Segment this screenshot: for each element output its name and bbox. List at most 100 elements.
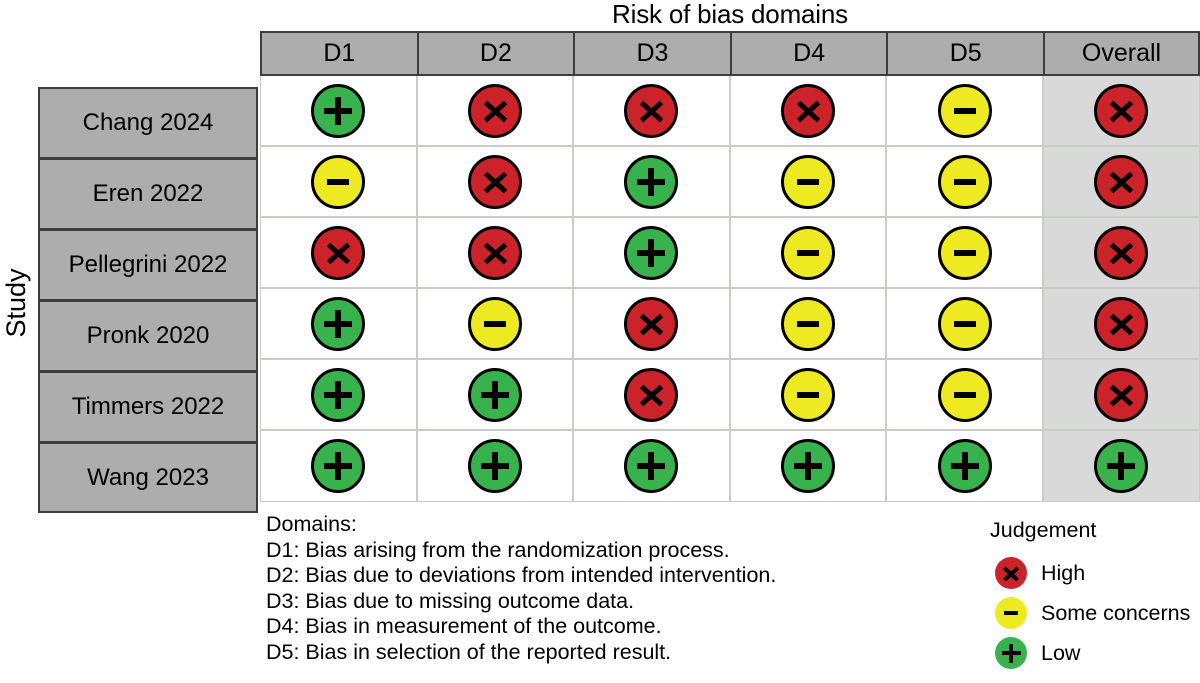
judgement-cell-d2 (417, 360, 575, 429)
judgement-token-some (937, 225, 992, 280)
judgement-token-high (1094, 296, 1149, 351)
judgement-token-some (937, 83, 992, 138)
judgement-token-some (781, 225, 836, 280)
judgement-token-high (467, 154, 522, 209)
minus-icon (797, 249, 820, 256)
judgement-cell-d1 (261, 76, 418, 145)
judgement-token-low (311, 296, 366, 351)
minus-icon (483, 320, 506, 327)
minus-icon (797, 391, 820, 398)
judgement-token-high (1094, 154, 1149, 209)
column-header-d2: D2 (419, 33, 576, 74)
judgement-token-low (311, 439, 366, 493)
judgement-token-high (1094, 225, 1149, 280)
table-row (261, 360, 1200, 431)
legend-item-some: Some concerns (990, 593, 1200, 633)
legend-token-low (995, 637, 1027, 669)
legend-item-low: Low (990, 633, 1200, 673)
minus-icon (953, 107, 976, 114)
domain-description-line: D4: Bias in measurement of the outcome. (266, 614, 662, 638)
minus-icon (953, 178, 976, 185)
judgement-cell-d4 (730, 147, 888, 216)
judgement-token-low (311, 367, 366, 422)
minus-icon (797, 178, 820, 185)
minus-icon (1004, 611, 1018, 615)
judgement-cell-d5 (887, 218, 1044, 287)
chart-title: Risk of bias domains (612, 0, 848, 29)
legend-token-high (995, 557, 1027, 589)
study-label-cell: Pronk 2020 (38, 300, 258, 371)
judgement-cell-d3 (574, 218, 731, 287)
judgement-cell-d1 (261, 218, 418, 287)
judgement-token-some (937, 367, 992, 422)
judgement-token-low (624, 225, 679, 280)
judgement-cell-d4 (730, 289, 888, 358)
column-header-d4: D4 (732, 33, 889, 74)
judgement-token-high (311, 225, 366, 280)
judgement-cell-d1 (261, 147, 418, 216)
minus-icon (327, 178, 350, 185)
domain-description-line: D1: Bias arising from the randomization … (266, 537, 730, 562)
domains-heading: Domains: (266, 512, 357, 536)
study-label-cell: Timmers 2022 (38, 371, 258, 442)
judgement-token-low (1094, 439, 1149, 493)
table-row (261, 431, 1200, 502)
judgement-token-high (467, 225, 522, 280)
judgement-cell-d4 (730, 431, 888, 501)
judgement-token-some (937, 154, 992, 209)
judgement-cell-d3 (574, 289, 731, 358)
domain-description-line: D5: Bias in selection of the reported re… (266, 639, 672, 664)
judgement-cell-d2 (417, 431, 575, 501)
judgement-token-high (1094, 83, 1149, 138)
grid-body (260, 76, 1200, 502)
judgement-cell-overall (1043, 360, 1200, 429)
judgement-cell-d5 (887, 147, 1044, 216)
legend-item-high: High (990, 553, 1200, 593)
study-label-cell: Eren 2022 (38, 158, 258, 229)
judgement-cell-d2 (417, 218, 575, 287)
minus-icon (953, 249, 976, 256)
judgement-token-high (624, 296, 679, 351)
table-row (261, 147, 1200, 218)
judgement-token-some (781, 367, 836, 422)
judgement-token-low (467, 367, 522, 422)
legend-title: Judgement (990, 518, 1097, 542)
judgement-token-some (781, 154, 836, 209)
judgement-cell-d5 (887, 431, 1044, 501)
judgement-token-low (624, 154, 679, 209)
judgement-cell-overall (1043, 76, 1200, 145)
judgement-cell-d4 (730, 218, 888, 287)
column-header-d5: D5 (888, 33, 1045, 74)
column-header-d1: D1 (262, 33, 419, 74)
minus-icon (953, 320, 976, 327)
minus-icon (797, 320, 820, 327)
judgement-cell-d5 (887, 76, 1044, 145)
judgement-cell-overall (1043, 218, 1200, 287)
judgement-cell-d2 (417, 147, 575, 216)
legend-token-some (995, 597, 1027, 629)
judgement-cell-d3 (574, 431, 731, 501)
study-label-cell: Wang 2023 (38, 442, 258, 513)
judgement-cell-d3 (574, 360, 731, 429)
column-header-overall: Overall (1081, 39, 1162, 67)
domain-description-line: D3: Bias due to missing outcome data. (266, 588, 635, 613)
table-row (261, 76, 1200, 147)
legend-item-label: Some concerns (1041, 600, 1191, 625)
judgement-token-some (937, 296, 992, 351)
judgement-token-low (937, 439, 992, 493)
judgement-token-low (311, 83, 366, 138)
judgement-cell-d4 (730, 360, 888, 429)
domain-description-line: D2: Bias due to deviations from intended… (266, 563, 777, 587)
judgement-token-low (624, 439, 679, 493)
judgement-token-high (624, 83, 679, 138)
table-row (261, 218, 1200, 289)
judgement-cell-overall (1043, 147, 1200, 216)
judgement-token-low (781, 439, 836, 493)
judgement-cell-d2 (417, 76, 575, 145)
judgement-token-high (1094, 367, 1149, 422)
judgement-cell-d1 (261, 431, 418, 501)
